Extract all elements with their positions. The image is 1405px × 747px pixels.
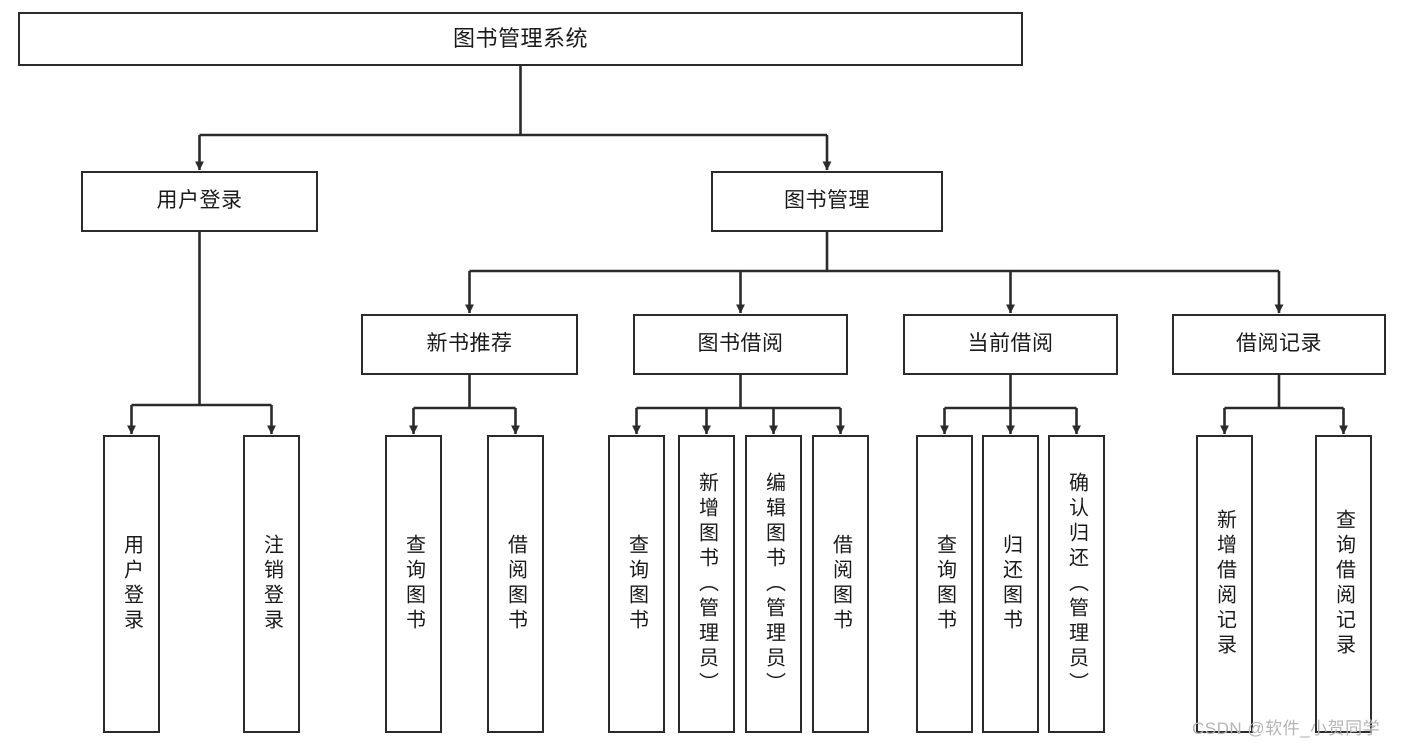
node-label-l-login: 用户登录 xyxy=(120,534,143,634)
node-l-bo-borrow[interactable]: 借阅图书 xyxy=(812,435,869,733)
node-borrow[interactable]: 图书借阅 xyxy=(633,314,848,375)
node-newbook[interactable]: 新书推荐 xyxy=(361,314,578,375)
node-root[interactable]: 图书管理系统 xyxy=(18,12,1023,66)
node-label-l-nb-borrow: 借阅图书 xyxy=(504,534,527,634)
node-l-cu-confirm[interactable]: 确认归还（管理员） xyxy=(1048,435,1105,733)
node-l-bo-add[interactable]: 新增图书（管理员） xyxy=(678,435,735,733)
node-label-l-logout: 注销登录 xyxy=(260,534,283,634)
node-bookmgmt[interactable]: 图书管理 xyxy=(711,171,943,232)
node-label-l-nb-query: 查询图书 xyxy=(402,534,425,634)
node-label-borrow: 图书借阅 xyxy=(697,332,784,356)
node-l-logout[interactable]: 注销登录 xyxy=(243,435,300,733)
node-label-l-bo-add: 新增图书（管理员） xyxy=(695,471,718,697)
node-label-current: 当前借阅 xyxy=(967,332,1054,356)
node-label-newbook: 新书推荐 xyxy=(426,332,513,356)
node-label-l-cu-confirm: 确认归还（管理员） xyxy=(1065,471,1088,697)
node-label-bookmgmt: 图书管理 xyxy=(784,189,870,213)
node-label-root: 图书管理系统 xyxy=(452,26,588,52)
tree-connectors xyxy=(127,66,1348,435)
node-login[interactable]: 用户登录 xyxy=(81,171,318,232)
node-records[interactable]: 借阅记录 xyxy=(1172,314,1386,375)
node-l-cu-return[interactable]: 归还图书 xyxy=(982,435,1039,733)
node-label-l-bo-query: 查询图书 xyxy=(625,534,648,634)
node-l-re-query[interactable]: 查询借阅记录 xyxy=(1315,435,1372,733)
node-label-l-bo-edit: 编辑图书（管理员） xyxy=(762,471,785,697)
node-label-l-re-query: 查询借阅记录 xyxy=(1332,509,1355,659)
node-l-nb-borrow[interactable]: 借阅图书 xyxy=(487,435,544,733)
node-label-login: 用户登录 xyxy=(156,189,243,213)
node-l-cu-query[interactable]: 查询图书 xyxy=(916,435,973,733)
node-l-bo-query[interactable]: 查询图书 xyxy=(608,435,665,733)
node-l-login[interactable]: 用户登录 xyxy=(103,435,160,733)
node-label-l-cu-query: 查询图书 xyxy=(933,534,956,634)
node-label-l-re-add: 新增借阅记录 xyxy=(1213,509,1236,659)
node-current[interactable]: 当前借阅 xyxy=(903,314,1118,375)
node-l-nb-query[interactable]: 查询图书 xyxy=(385,435,442,733)
node-label-l-bo-borrow: 借阅图书 xyxy=(829,534,852,634)
csdn-watermark: CSDN @软件_小贺同学 xyxy=(1192,719,1381,738)
node-l-re-add[interactable]: 新增借阅记录 xyxy=(1196,435,1253,733)
node-label-records: 借阅记录 xyxy=(1236,332,1322,356)
node-label-l-cu-return: 归还图书 xyxy=(999,534,1022,634)
node-l-bo-edit[interactable]: 编辑图书（管理员） xyxy=(745,435,802,733)
